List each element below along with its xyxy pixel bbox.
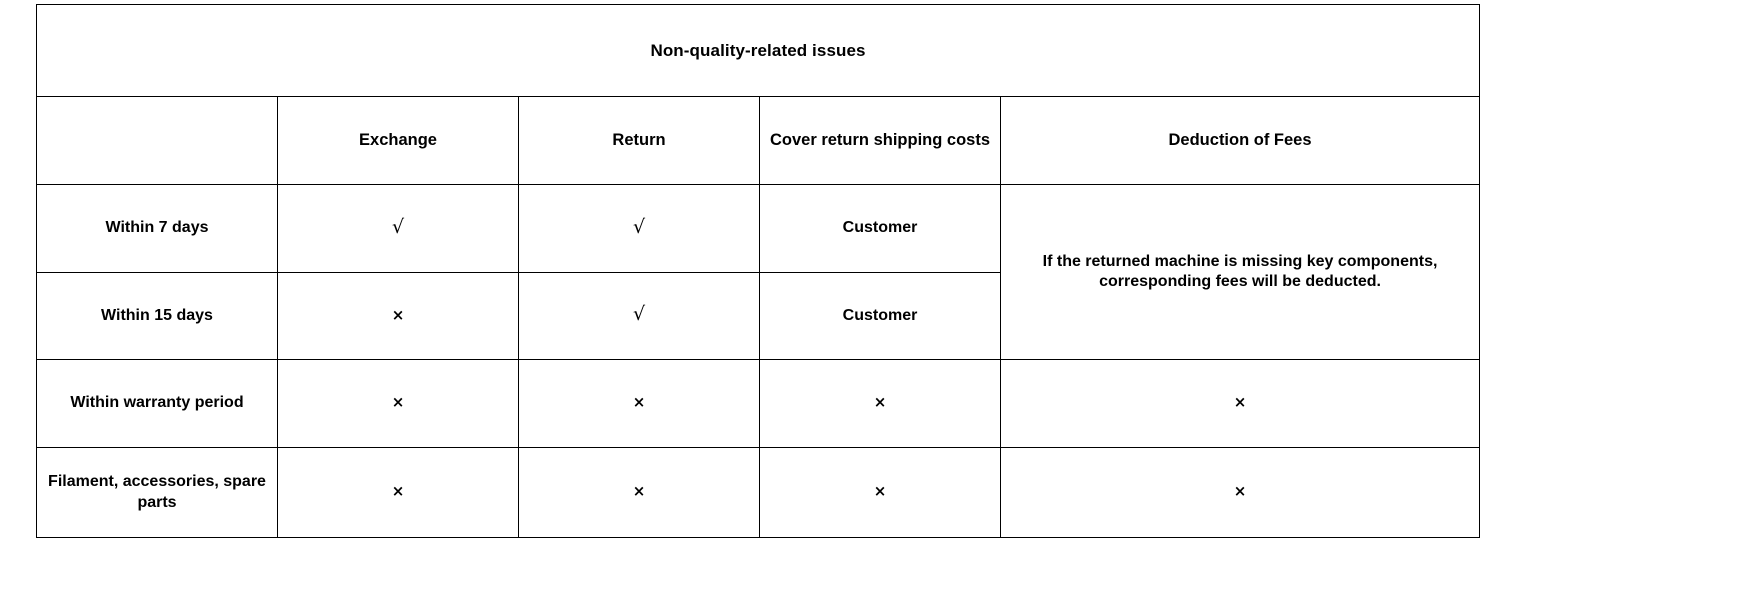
column-header-shipping: Cover return shipping costs [759,96,1001,185]
check-icon: √ [632,303,646,326]
cell-filament-fees: × [999,447,1481,538]
table-title: Non-quality-related issues [35,4,1481,97]
cell-warranty-return: × [518,359,760,448]
cross-icon: × [1233,482,1247,501]
cross-icon: × [1233,393,1247,412]
cell-within-15-days-return: √ [518,272,760,360]
table-header-row: Exchange Return Cover return shipping co… [36,96,1481,185]
row-label-within-15-days: Within 15 days [36,272,278,360]
row-label-within-warranty-period: Within warranty period [36,359,278,448]
cell-within-7-days-shipping: Customer [759,184,1001,273]
row-label-within-7-days: Within 7 days [36,184,278,273]
table-row: Filament, accessories, spare parts × × ×… [36,447,1481,538]
row-label-filament-accessories-spare-parts: Filament, accessories, spare parts [36,447,278,538]
table-title-row: Non-quality-related issues [35,4,1481,97]
cell-within-15-days-exchange: × [277,272,519,360]
cell-within-15-days-shipping: Customer [759,272,1001,360]
check-icon: √ [632,215,646,238]
table-row: Within 7 days √ √ Customer If the return… [36,184,1481,360]
cell-warranty-shipping: × [759,359,1001,448]
cell-fees-merged-note: If the returned machine is missing key c… [999,184,1481,360]
cell-within-7-days-return: √ [518,184,760,273]
cell-warranty-fees: × [999,359,1481,448]
column-header-fees: Deduction of Fees [999,96,1481,185]
cell-filament-exchange: × [277,447,519,538]
cross-icon: × [391,482,405,501]
column-header-return: Return [518,96,760,185]
table-row: Within 15 days × √ Customer [36,272,1480,360]
cross-icon: × [873,482,887,501]
cross-icon: × [391,393,405,412]
cell-filament-return: × [518,447,760,538]
cell-within-7-days-exchange: √ [277,184,519,273]
header-corner-blank [36,96,278,185]
cell-warranty-exchange: × [277,359,519,448]
check-icon: √ [391,215,405,238]
cross-icon: × [632,393,646,412]
return-policy-table: Non-quality-related issues Exchange Retu… [35,4,1481,538]
table-row: Within warranty period × × × × [36,359,1481,448]
cross-icon: × [391,305,405,324]
cross-icon: × [873,393,887,412]
column-header-exchange: Exchange [277,96,519,185]
cross-icon: × [632,482,646,501]
cell-filament-shipping: × [759,447,1001,538]
